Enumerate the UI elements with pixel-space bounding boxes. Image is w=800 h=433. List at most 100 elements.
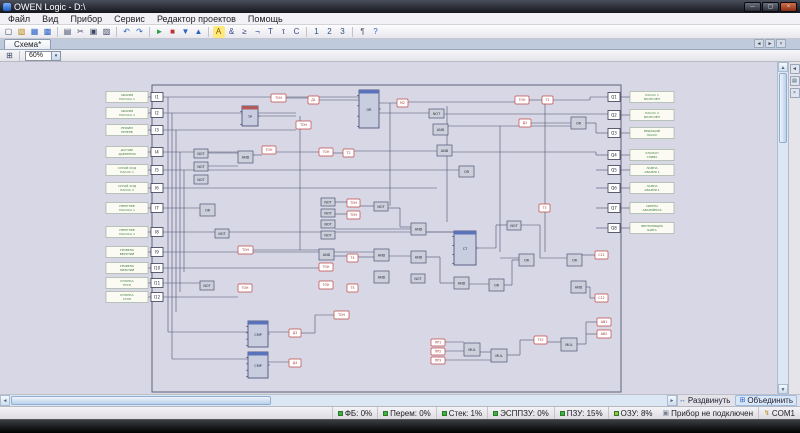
fbd-block-not[interactable]: NOT — [199, 280, 215, 291]
fbd-block-т3[interactable]: Т3 — [538, 203, 551, 213]
fbd-block-not[interactable]: NOT — [410, 273, 426, 284]
fbd-block-тон[interactable]: ТОН — [270, 93, 287, 103]
fbd-block-т32[interactable]: Т32 — [533, 335, 548, 345]
fbd-block-тон[interactable]: ТОН — [237, 283, 253, 293]
fbd-block-mul[interactable]: MUL — [463, 342, 481, 357]
grid-icon[interactable]: ⊞ — [6, 50, 13, 60]
fbd-block-and[interactable]: AND — [453, 276, 470, 290]
scroll-right-icon[interactable]: ► — [667, 395, 677, 406]
output-pin[interactable] — [607, 110, 621, 120]
simulation-stop-icon[interactable]: ■ — [170, 26, 175, 36]
simulation-run-icon[interactable]: ► — [155, 26, 164, 36]
fbd-block-or[interactable]: OR — [570, 116, 587, 130]
fbd-block-пр2[interactable]: ПР2 — [430, 347, 446, 356]
copy-icon[interactable]: ▣ — [89, 26, 98, 36]
menu-item-Вид[interactable]: Вид — [42, 13, 59, 24]
fbd-block-пр3[interactable]: ПР3 — [430, 356, 446, 365]
fbd-block-тон[interactable]: ТОН — [514, 95, 530, 105]
new-file-icon[interactable]: ▢ — [4, 26, 13, 36]
open-file-icon[interactable]: ▧ — [17, 26, 26, 36]
input-pin[interactable] — [150, 263, 164, 273]
fbd-block-not[interactable]: NOT — [320, 208, 336, 218]
fbd-block-тон[interactable]: ТОН — [333, 310, 350, 320]
input-pin[interactable] — [150, 203, 164, 213]
fbd-block-or[interactable]: OR — [488, 278, 505, 292]
scroll-left-icon[interactable]: ◄ — [0, 395, 10, 406]
fbd-block-cmp[interactable]: CMP — [246, 320, 270, 348]
fbd-block-тон[interactable]: ТОН — [346, 210, 361, 220]
fbd-block-тон[interactable]: ТОН — [318, 147, 334, 157]
minimize-button[interactable]: ─ — [744, 1, 761, 12]
zoom-select[interactable]: 60% ▾ — [25, 50, 61, 61]
fbd-block-and[interactable]: AND — [237, 150, 254, 164]
fbd-block-д3[interactable]: Д3 — [288, 328, 302, 338]
fbd-block-тон[interactable]: ТОН — [261, 145, 277, 155]
counter-icon[interactable]: C — [293, 26, 300, 36]
scroll-down-icon[interactable]: ▼ — [778, 384, 788, 394]
fbd-block-not[interactable]: NOT — [373, 201, 389, 212]
fbd-block-not[interactable]: NOT — [320, 219, 336, 229]
fbd-block-с12[interactable]: С12 — [594, 293, 609, 303]
scroll-up-icon[interactable]: ▲ — [778, 62, 788, 72]
fbd-block-and[interactable]: AND — [432, 123, 449, 136]
undo-icon[interactable]: ↶ — [123, 26, 130, 36]
fbd-block-not[interactable]: NOT — [320, 230, 336, 240]
fbd-block-д1[interactable]: Д1 — [307, 95, 320, 105]
fbd-block-and[interactable]: AND — [373, 270, 390, 284]
input-pin[interactable] — [150, 278, 164, 288]
output-pin[interactable] — [607, 203, 621, 213]
output-pin[interactable] — [607, 183, 621, 193]
fbd-block-тон[interactable]: ТОН — [346, 198, 361, 208]
fbd-block-not[interactable]: NOT — [193, 174, 209, 185]
or-gate-icon[interactable]: ≥ — [242, 26, 247, 36]
fbd-block-mul[interactable]: MUL — [490, 348, 508, 363]
help-icon[interactable]: ? — [373, 26, 378, 36]
menu-item-Редактор проектов[interactable]: Редактор проектов — [156, 13, 236, 24]
fbd-block-or[interactable]: OR — [518, 253, 535, 267]
output-pin[interactable] — [607, 150, 621, 160]
fbd-block-т5[interactable]: Т5 — [346, 283, 359, 293]
output-pin[interactable] — [607, 92, 621, 102]
input-pin[interactable] — [150, 147, 164, 157]
merge-link[interactable]: ⊞ Объединить — [735, 395, 797, 406]
trigger-icon[interactable]: T — [268, 26, 273, 36]
menu-item-Сервис[interactable]: Сервис — [114, 13, 145, 24]
write-to-device-icon[interactable]: ▼ — [181, 26, 190, 36]
close-button[interactable]: × — [780, 1, 797, 12]
paste-icon[interactable]: ▨ — [102, 26, 111, 36]
horizontal-scroll-thumb[interactable] — [11, 396, 271, 405]
input-pin[interactable] — [150, 92, 164, 102]
cut-icon[interactable]: ✂ — [77, 26, 84, 36]
fbd-block-т1[interactable]: Т1 — [541, 95, 554, 105]
horizontal-scrollbar[interactable]: ◄ ► — [0, 395, 678, 406]
tab-scroll-right-button[interactable]: ► — [765, 39, 775, 48]
fbd-block-not[interactable]: NOT — [320, 197, 336, 207]
fbd-block-тон[interactable]: ТОН — [318, 262, 334, 272]
fbd-block-т2[interactable]: Т2 — [342, 148, 355, 158]
fbd-block-not[interactable]: NOT — [193, 148, 209, 159]
text-tool-icon[interactable]: А — [212, 25, 225, 38]
fbd-block-tp[interactable]: TP — [240, 105, 260, 127]
comment-tool-icon[interactable]: ¶ — [360, 26, 365, 36]
output-pin[interactable] — [607, 128, 621, 138]
input-block-icon[interactable]: 1 — [314, 26, 319, 36]
fbd-block-or[interactable]: OR — [566, 253, 583, 267]
save-all-icon[interactable]: ▩ — [43, 26, 52, 36]
panel-properties-button[interactable]: ▤ — [789, 76, 800, 86]
panel-close-button[interactable]: × — [789, 88, 800, 98]
timer-icon[interactable]: τ — [281, 26, 286, 36]
menu-item-Помощь[interactable]: Помощь — [247, 13, 283, 24]
fbd-block-тон[interactable]: ТОН — [237, 245, 254, 255]
fbd-block-д2[interactable]: Д2 — [518, 118, 532, 128]
